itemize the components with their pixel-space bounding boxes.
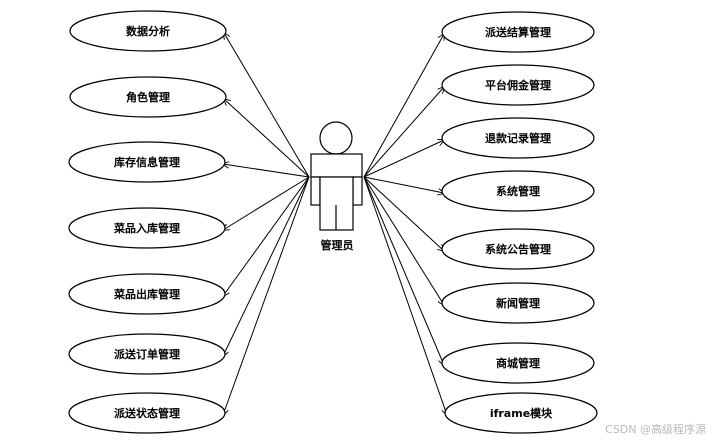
association-right-7	[363, 176, 447, 415]
use-case-left-0: 数据分析	[69, 10, 227, 52]
association-right-6	[363, 176, 444, 365]
use-case-label: 派送状态管理	[114, 406, 180, 420]
use-case-label: 数据分析	[126, 24, 170, 38]
use-case-label: 系统公告管理	[485, 242, 551, 256]
use-case-ellipse	[68, 207, 226, 249]
use-case-ellipse	[441, 11, 595, 53]
use-case-right-1: 平台佣金管理	[441, 64, 595, 106]
use-case-label: 商城管理	[496, 356, 540, 370]
use-case-label: 派送结算管理	[485, 25, 551, 39]
use-case-left-5: 派送订单管理	[68, 333, 226, 375]
use-case-label: 库存信息管理	[114, 155, 180, 169]
use-case-left-6: 派送状态管理	[68, 392, 226, 434]
use-case-label: iframe模块	[490, 406, 553, 420]
use-case-ellipse	[441, 228, 595, 270]
actor-admin: 管理员	[310, 121, 363, 252]
use-case-ellipse	[444, 392, 598, 434]
use-case-right-5: 新闻管理	[441, 282, 595, 324]
use-case-ellipse	[441, 117, 595, 159]
watermark: CSDN @高级程序源	[605, 423, 706, 436]
association-right-5	[363, 176, 444, 305]
association-right-2	[363, 140, 444, 178]
use-case-left-4: 菜品出库管理	[68, 273, 226, 315]
use-case-ellipse	[69, 10, 227, 52]
actor-arm-right	[352, 176, 363, 206]
use-case-ellipse	[441, 64, 595, 106]
association-right-0	[363, 34, 444, 178]
actor-head	[319, 121, 353, 155]
use-case-ellipse	[441, 342, 595, 384]
use-case-left-3: 菜品入库管理	[68, 207, 226, 249]
actor-label: 管理员	[321, 238, 354, 252]
association-lines	[223, 33, 447, 415]
use-case-right-0: 派送结算管理	[441, 11, 595, 53]
use-case-label: 退款记录管理	[485, 131, 551, 145]
association-left-0	[224, 33, 310, 178]
use-case-right-7: iframe模块	[444, 392, 598, 434]
association-right-3	[363, 176, 444, 193]
use-case-label: 新闻管理	[496, 296, 540, 310]
use-case-label: 派送订单管理	[114, 347, 180, 361]
use-case-left-2: 库存信息管理	[68, 141, 226, 183]
use-case-label: 系统管理	[496, 184, 540, 198]
use-case-right-4: 系统公告管理	[441, 228, 595, 270]
use-case-right-2: 退款记录管理	[441, 117, 595, 159]
use-case-ellipse	[68, 333, 226, 375]
association-right-1	[363, 87, 444, 178]
association-left-3	[223, 176, 310, 230]
use-case-right-3: 系统管理	[441, 170, 595, 212]
use-case-label: 平台佣金管理	[485, 78, 551, 92]
association-left-1	[224, 99, 310, 178]
association-left-6	[223, 176, 310, 415]
use-case-label: 菜品出库管理	[113, 287, 180, 301]
use-case-ellipse	[69, 76, 227, 118]
association-left-2	[223, 164, 310, 178]
association-left-4	[223, 176, 310, 296]
use-case-ellipse	[68, 141, 226, 183]
use-case-label: 菜品入库管理	[113, 221, 180, 235]
use-case-right-6: 商城管理	[441, 342, 595, 384]
actor-arm-left	[310, 176, 321, 206]
use-case-label: 角色管理	[126, 90, 170, 104]
use-case-ellipse	[441, 282, 595, 324]
use-case-left-1: 角色管理	[69, 76, 227, 118]
association-right-4	[363, 176, 444, 251]
use-case-ellipse	[68, 273, 226, 315]
use-case-ellipse	[441, 170, 595, 212]
use-case-ellipse	[68, 392, 226, 434]
association-left-5	[223, 176, 310, 356]
actor-body	[310, 153, 363, 178]
